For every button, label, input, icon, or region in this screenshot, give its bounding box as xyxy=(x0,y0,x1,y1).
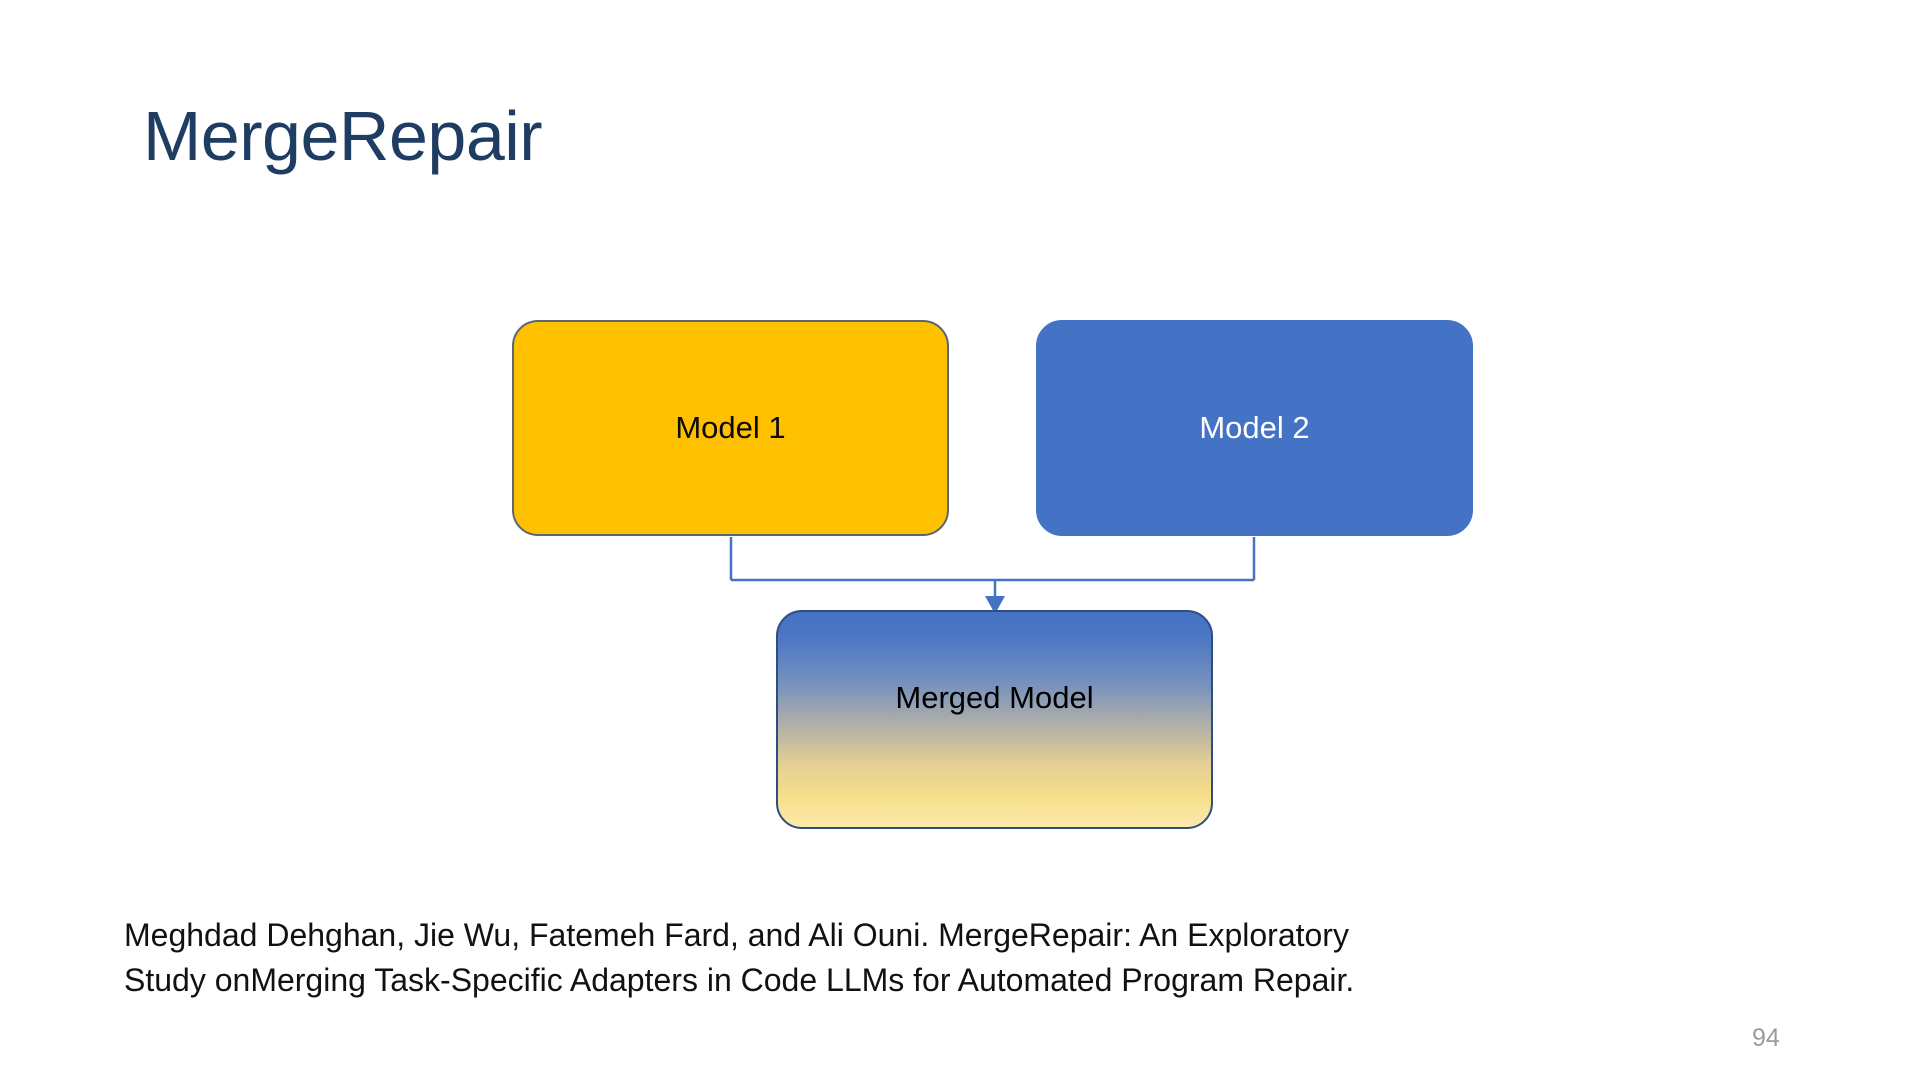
node-model-1-label: Model 1 xyxy=(675,410,786,446)
citation-line-2: Study onMerging Task-Specific Adapters i… xyxy=(124,962,1355,999)
page-number: 94 xyxy=(1752,1024,1780,1052)
citation-caption: Meghdad Dehghan, Jie Wu, Fatemeh Fard, a… xyxy=(124,913,1424,1004)
node-model-2[interactable]: Model 2 xyxy=(1036,320,1473,536)
node-merged-model-label: Merged Model xyxy=(895,679,1094,715)
page-title: MergeRepair xyxy=(143,97,543,175)
node-model-1[interactable]: Model 1 xyxy=(512,320,949,536)
citation-line-1: Meghdad Dehghan, Jie Wu, Fatemeh Fard, a… xyxy=(124,917,1349,953)
node-merged-model[interactable]: Merged Model xyxy=(776,610,1213,829)
node-model-2-label: Model 2 xyxy=(1199,410,1310,446)
